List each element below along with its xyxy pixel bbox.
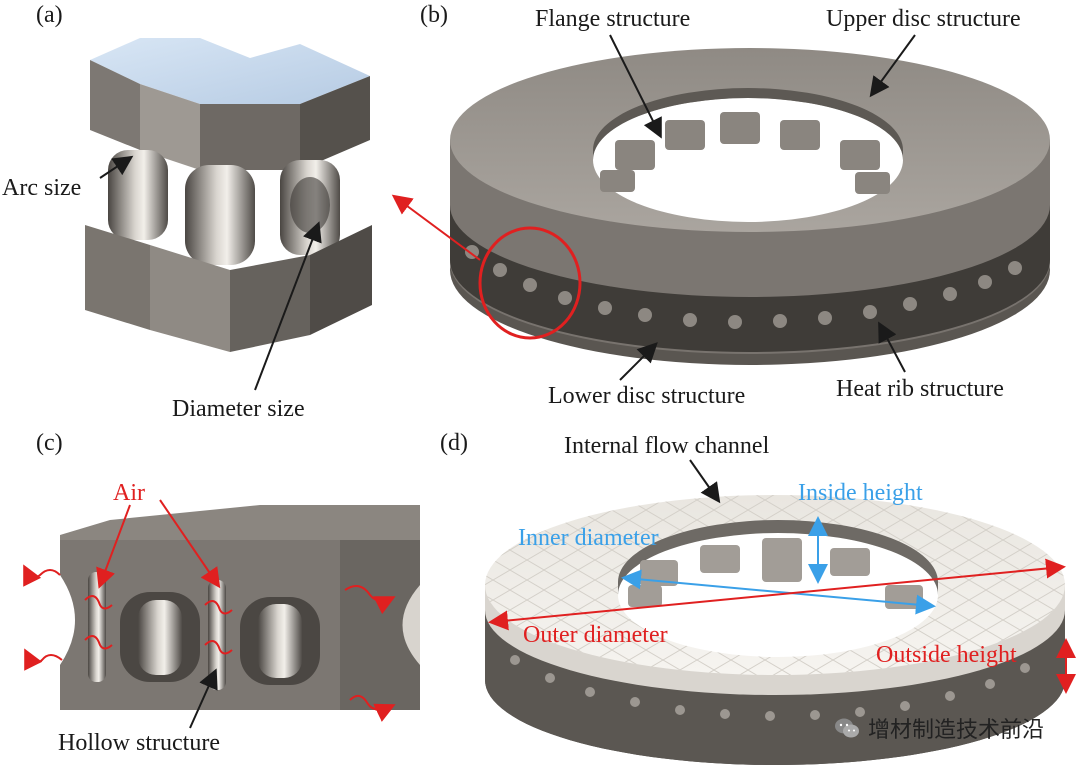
upper-disc-label: Upper disc structure <box>826 6 1021 32</box>
wechat-icon <box>834 718 859 738</box>
air-arrow-left <box>96 504 131 589</box>
watermark: 增材制造技术前沿 <box>834 712 1044 744</box>
panel-c: (c) <box>23 430 420 756</box>
upper-disc-arrow <box>869 34 916 98</box>
flow-channel-arrow <box>689 459 721 504</box>
inner-diameter-label: Inner diameter <box>518 525 659 551</box>
air-label: Air <box>113 480 145 506</box>
panel-c-tag: (c) <box>36 430 63 456</box>
brake-disc-model <box>450 48 1050 365</box>
hollow-arrow <box>189 668 218 729</box>
flange-arrow <box>609 34 662 139</box>
outer-diameter-arrow <box>488 558 1066 631</box>
hollow-section-model <box>60 505 420 710</box>
inside-height-label: Inside height <box>798 480 923 506</box>
flange-structure-label: Flange structure <box>535 6 690 32</box>
outer-diameter-label: Outer diameter <box>523 622 668 648</box>
heat-rib-arrow <box>878 321 906 373</box>
panel-b-tag: (b) <box>420 2 448 28</box>
diameter-size-label: Diameter size <box>172 396 305 422</box>
arc-size-arrow <box>99 155 134 179</box>
lower-disc-arrow <box>619 342 658 381</box>
panel-d-tag: (d) <box>440 430 468 456</box>
air-arrow-right <box>159 499 221 589</box>
diameter-size-arrow <box>254 221 322 391</box>
panel-a: (a) Arc size Diameter size <box>2 2 372 422</box>
panel-d: (d) <box>440 430 1076 765</box>
lattice-unit-cell <box>85 38 372 352</box>
zoom-arrow <box>391 194 481 261</box>
arc-size-label: Arc size <box>2 175 81 201</box>
air-flow-arrows <box>23 564 396 722</box>
panel-b: (b) <box>391 2 1050 409</box>
internal-flow-channel-label: Internal flow channel <box>564 433 770 459</box>
hollow-structure-label: Hollow structure <box>58 730 220 756</box>
heat-rib-label: Heat rib structure <box>836 376 1004 402</box>
lower-disc-label: Lower disc structure <box>548 383 745 409</box>
outside-height-label: Outside height <box>876 642 1017 668</box>
watermark-text: 增材制造技术前沿 <box>867 718 1044 743</box>
panel-a-tag: (a) <box>36 2 63 28</box>
